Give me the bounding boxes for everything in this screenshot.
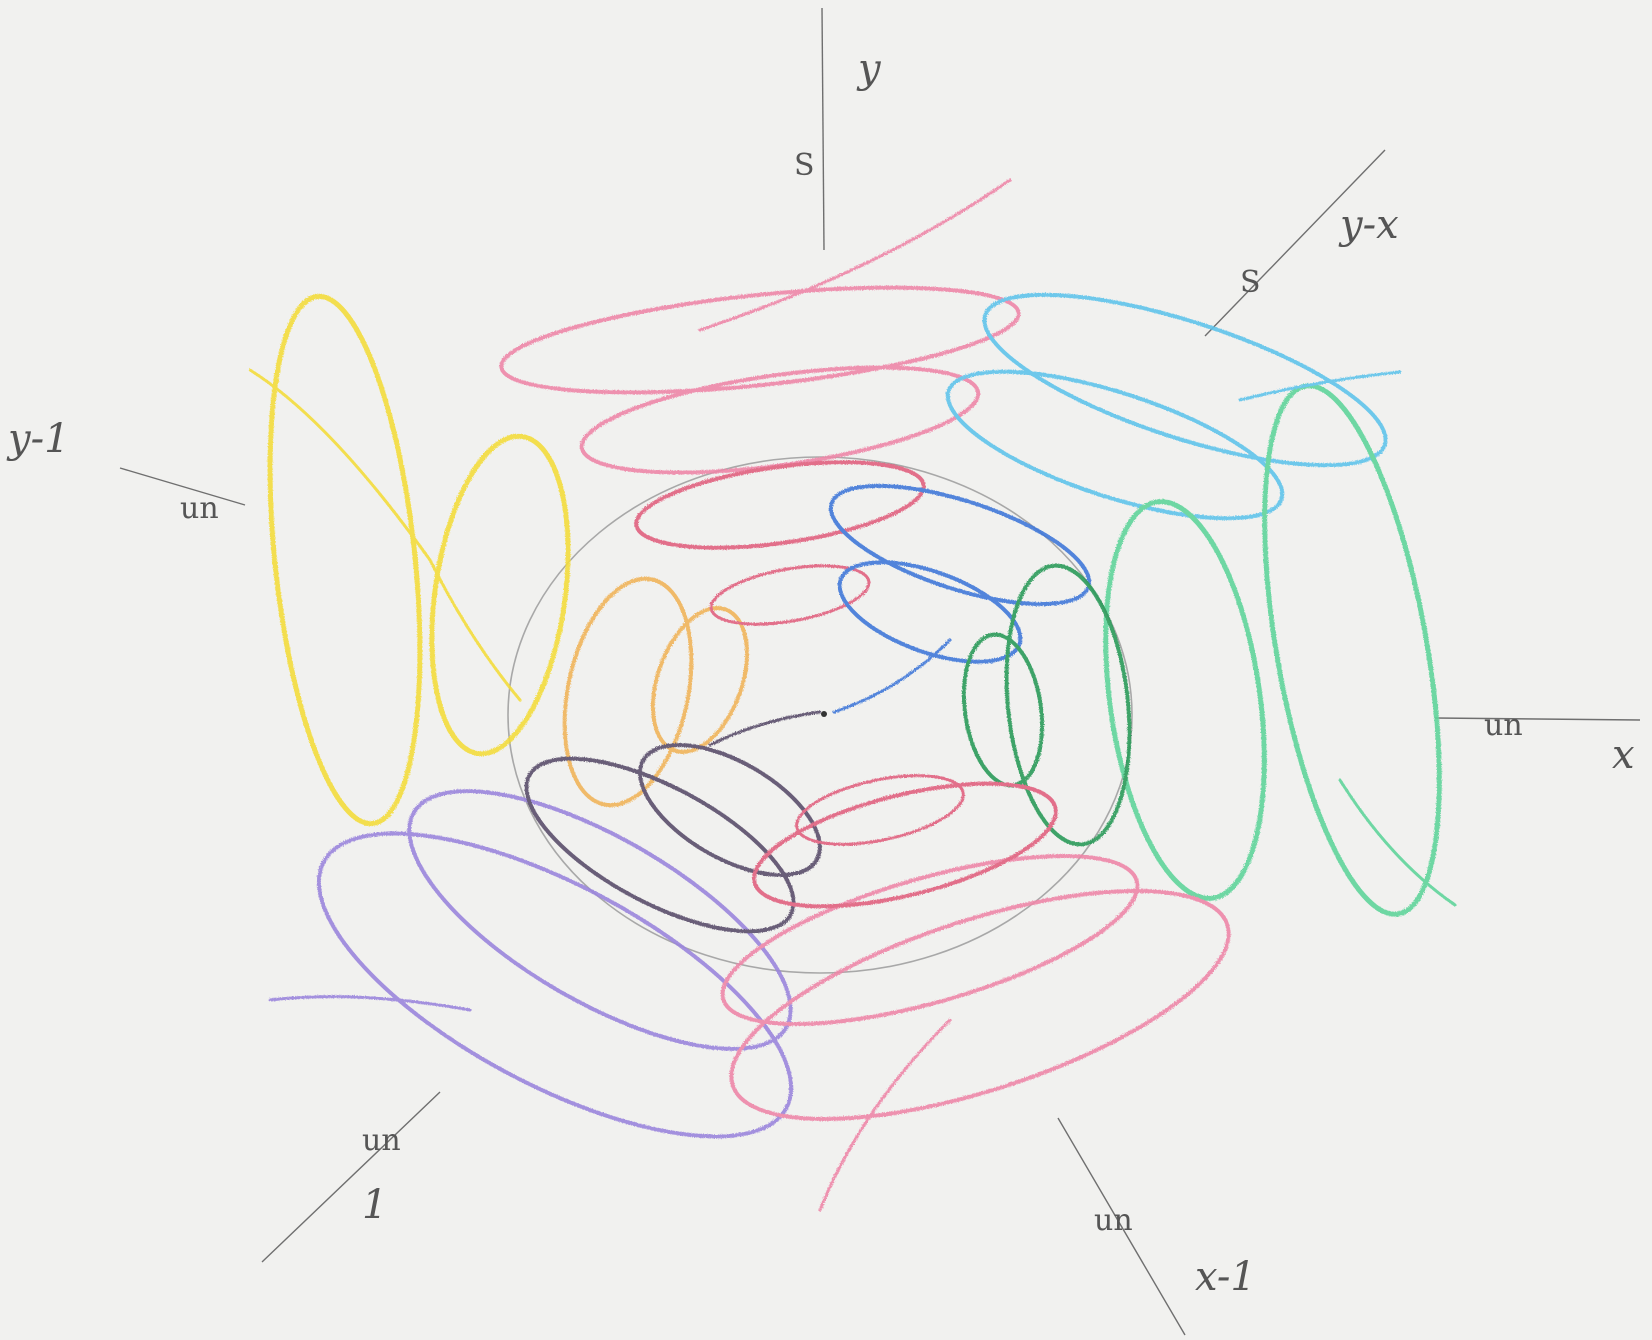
dark-tail — [708, 710, 822, 747]
axes — [119, 7, 1641, 1336]
rotation-marker-x: un — [1484, 708, 1523, 743]
cyan-tail — [1238, 370, 1402, 402]
pink-tail — [698, 178, 1012, 332]
spiral-loops — [248, 178, 1457, 1212]
purple-loop — [407, 789, 793, 1051]
yellow-loop — [429, 433, 571, 757]
axis-minus-y-label: y-1 — [6, 416, 70, 462]
axis-minus-x-label: x-1 — [1195, 1254, 1256, 1300]
cyan-loop — [982, 292, 1388, 468]
axis-minus-y-minus-x-line — [261, 1091, 441, 1263]
rotation-marker-minus-y: un — [180, 491, 219, 526]
axis-y-x-label: y-x — [1338, 202, 1399, 248]
green-tail — [1338, 778, 1457, 907]
axis-minus-x-line — [1057, 1117, 1186, 1336]
red-loop — [709, 564, 871, 626]
axis-minus-y-line — [119, 467, 246, 506]
green-loop — [961, 632, 1045, 788]
red-loop — [795, 774, 965, 846]
blue-loop — [828, 483, 1092, 607]
axis-x-line — [1434, 717, 1641, 721]
axis-y-label: y — [856, 46, 882, 92]
axis-y-x-line — [1204, 149, 1386, 337]
dark-loop — [638, 742, 822, 878]
blue-loop — [837, 560, 1023, 664]
yellow-loop — [267, 293, 423, 827]
rotation-marker-y: S — [794, 148, 815, 183]
axis-minus-y-minus-x-label: 1 — [362, 1182, 387, 1228]
yellow-tail — [248, 368, 522, 702]
red-loop — [752, 781, 1058, 909]
orange-loop — [562, 576, 694, 808]
green-loop — [1262, 383, 1442, 917]
pink-loop — [499, 285, 1021, 395]
axis-labels: y x y-x y-1 x-1 1 — [6, 46, 1635, 1300]
red-loop — [634, 460, 926, 550]
cyan-loop — [945, 369, 1285, 521]
rotation-marker-y-x: S — [1240, 265, 1261, 300]
pink-loop — [729, 889, 1231, 1121]
center-circle — [507, 456, 1133, 974]
green-loop — [1103, 499, 1267, 901]
green-loop — [1004, 563, 1132, 847]
center-point — [821, 711, 827, 717]
pink-loop — [720, 853, 1140, 1027]
rotation-marker-minus-x: un — [1094, 1203, 1133, 1238]
orange-loop — [650, 606, 750, 754]
axis-y-line — [821, 7, 825, 251]
rotation-markers: S un S un un un — [180, 148, 1523, 1238]
dark-loop — [524, 756, 796, 934]
axis-x-label: x — [1612, 732, 1635, 778]
rotation-marker-minus-y-minus-x: un — [362, 1123, 401, 1158]
pink-tail — [818, 1018, 952, 1212]
purple-tail — [268, 995, 472, 1012]
purple-loop — [316, 831, 794, 1139]
blue-tail — [832, 638, 952, 714]
